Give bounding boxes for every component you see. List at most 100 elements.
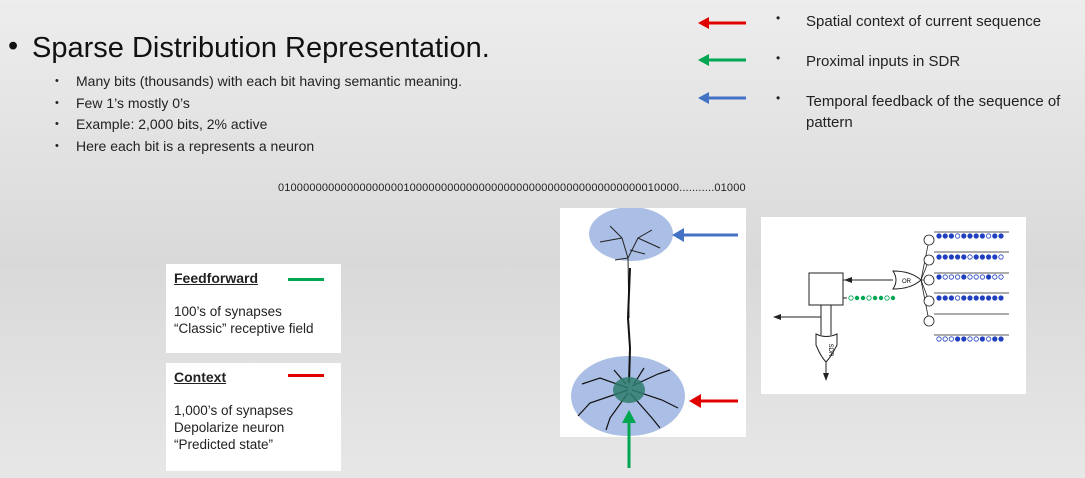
synapse-dot xyxy=(967,336,973,342)
or-gate-label: OR xyxy=(902,279,912,285)
synapse-dot xyxy=(973,274,979,280)
synapse-dot xyxy=(998,295,1004,301)
synapse-dot xyxy=(986,336,992,342)
synapse-dot xyxy=(942,336,948,342)
sdr-gate-label: SDR xyxy=(827,344,833,357)
dendrite-segment-lines xyxy=(934,231,1009,336)
synapse-dot xyxy=(992,233,998,239)
sdr-or-gate xyxy=(815,333,838,363)
synapse-dot xyxy=(967,233,973,239)
synapse-dot xyxy=(936,233,942,239)
legend-row-temporal-feedback: • Temporal feedback of the sequence of p… xyxy=(690,91,1085,135)
synapse-dot xyxy=(955,233,961,239)
synapse-dot xyxy=(942,274,948,280)
context-line: 1,000’s of synapses xyxy=(174,403,294,418)
legend-text-temporal-feedback: Temporal feedback of the sequence of pat… xyxy=(806,93,1061,131)
feedforward-line: “Classic” receptive field xyxy=(174,321,314,336)
apical-dendrite-zone xyxy=(589,207,673,261)
or-gate xyxy=(892,270,922,290)
neuron-image-panel xyxy=(560,207,746,437)
synapse-dot xyxy=(955,254,961,260)
synapse-dot xyxy=(942,295,948,301)
context-title: Context xyxy=(174,369,227,385)
synapse-dot xyxy=(973,233,979,239)
blue-arrow-icon xyxy=(698,92,746,104)
feedforward-title: Feedforward xyxy=(174,270,259,286)
synapse-dot xyxy=(986,274,992,280)
synapse-dot xyxy=(973,336,979,342)
sub-bullet-item: Example: 2,000 bits, 2% active xyxy=(52,114,462,136)
synapse-dot xyxy=(979,233,985,239)
legend-row-spatial-context: • Spatial context of current sequence xyxy=(690,11,1085,35)
sub-bullet-list: Many bits (thousands) with each bit havi… xyxy=(52,71,462,157)
synapse-dot xyxy=(986,254,992,260)
synapse-dot xyxy=(948,295,954,301)
synapse-dot xyxy=(936,274,942,280)
synapse-dot xyxy=(979,274,985,280)
synapse-dot xyxy=(967,295,973,301)
synapse-dot xyxy=(986,233,992,239)
synapse-dot xyxy=(992,336,998,342)
synapse-dot xyxy=(936,295,942,301)
legend-text-proximal-inputs: Proximal inputs in SDR xyxy=(806,53,961,70)
context-line: Depolarize neuron xyxy=(174,420,285,435)
synapse-dot xyxy=(948,233,954,239)
synapse-dot xyxy=(948,274,954,280)
legend-row-proximal-inputs: • Proximal inputs in SDR xyxy=(690,51,1085,75)
synapse-dot xyxy=(955,336,961,342)
output-arrow-icon xyxy=(773,314,781,320)
blue-feedback-arrow-icon xyxy=(672,228,738,242)
synapse-dot xyxy=(998,233,1004,239)
threshold-units xyxy=(923,234,935,327)
green-arrow-icon xyxy=(698,54,746,66)
circuit-diagram: SDR OR xyxy=(773,231,1009,381)
down-arrow-icon xyxy=(823,373,829,381)
synapse-dot xyxy=(986,295,992,301)
feedforward-green-line xyxy=(288,278,324,281)
red-context-arrow-icon xyxy=(689,394,738,408)
synapse-dot xyxy=(967,254,973,260)
context-card: Context 1,000’s of synapses Depolarize n… xyxy=(166,363,341,471)
input-arrow-icon xyxy=(844,277,852,283)
synapse-dot xyxy=(948,254,954,260)
synapse-dot xyxy=(967,274,973,280)
title-bullet: • xyxy=(8,30,19,62)
proximal-green-dots xyxy=(848,295,896,301)
circuit-diagram-panel: SDR OR xyxy=(761,217,1026,394)
synapse-dot xyxy=(973,295,979,301)
red-arrow-icon xyxy=(698,17,746,29)
synapse-dot xyxy=(979,254,985,260)
synapse-dot xyxy=(961,295,967,301)
synapse-dot xyxy=(936,254,942,260)
synapse-dot xyxy=(961,254,967,260)
synapse-dot xyxy=(936,336,942,342)
distal-blue-dots xyxy=(936,233,1004,342)
synapse-dot xyxy=(992,295,998,301)
synapse-dot xyxy=(998,254,1004,260)
sdr-bit-string: 0100000000000000000010000000000000000000… xyxy=(278,182,746,194)
sub-bullet-item: Few 1’s mostly 0’s xyxy=(52,93,462,115)
sub-bullet-item: Many bits (thousands) with each bit havi… xyxy=(52,71,462,93)
synapse-dot xyxy=(948,336,954,342)
synapse-dot xyxy=(973,254,979,260)
synapse-dot xyxy=(998,274,1004,280)
synapse-dot xyxy=(955,295,961,301)
synapse-dot xyxy=(961,233,967,239)
context-line: “Predicted state” xyxy=(174,437,274,452)
sub-bullet-item: Here each bit is a represents a neuron xyxy=(52,136,462,158)
cell-box xyxy=(808,272,844,306)
feedforward-line: 100’s of synapses xyxy=(174,304,282,319)
legend-text-spatial-context: Spatial context of current sequence xyxy=(806,13,1042,30)
synapse-dot xyxy=(979,336,985,342)
soma xyxy=(613,377,645,403)
neuron-illustration xyxy=(571,207,685,436)
synapse-dot xyxy=(942,254,948,260)
context-red-line xyxy=(288,374,324,377)
green-feedforward-arrow-icon xyxy=(622,410,636,468)
synapse-dot xyxy=(992,274,998,280)
synapse-dot xyxy=(992,254,998,260)
synapse-dot xyxy=(955,274,961,280)
slide-title: Sparse Distribution Representation. xyxy=(32,32,490,64)
synapse-dot xyxy=(998,336,1004,342)
feedforward-card: Feedforward 100’s of synapses “Classic” … xyxy=(166,264,341,353)
